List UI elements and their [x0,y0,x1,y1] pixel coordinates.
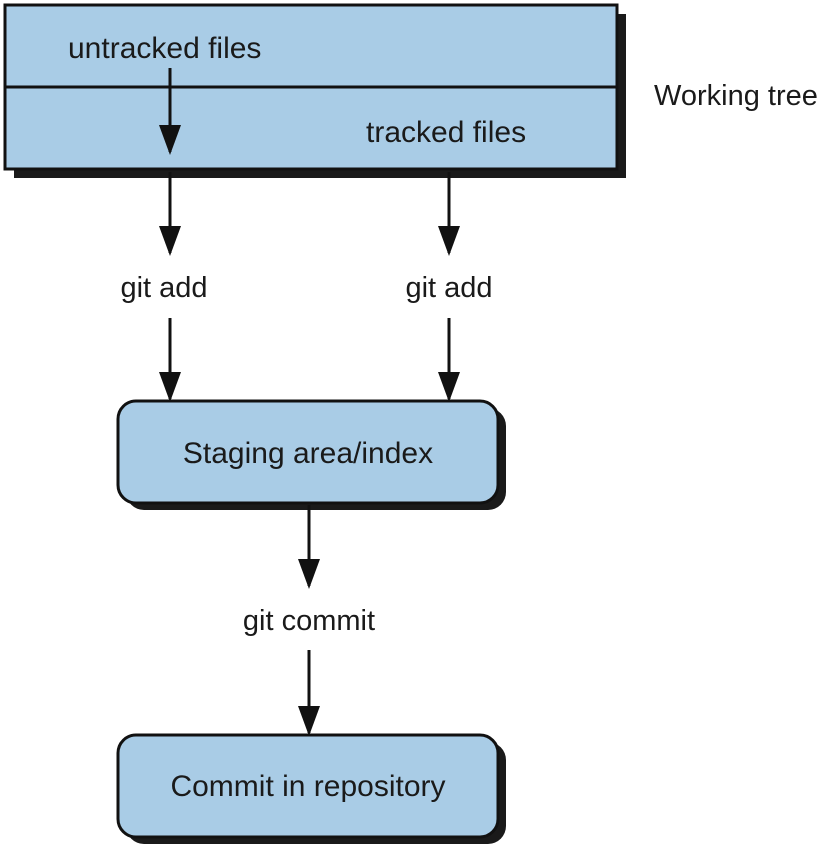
working-tree-box: untracked files tracked files [3,3,626,178]
untracked-files-label: untracked files [68,32,261,65]
working-tree-label: Working tree [654,80,818,112]
staging-area-rect [116,399,500,505]
commit-rect [116,733,500,839]
staging-area-box: Staging area/index [116,399,506,510]
staging-area-label: Staging area/index [183,437,433,470]
commit-box: Commit in repository [116,733,506,844]
git-add-left-label: git add [120,272,207,304]
tracked-files-label: tracked files [366,116,526,149]
git-add-right-label: git add [405,272,492,304]
commit-label: Commit in repository [170,770,445,803]
git-commit-label: git commit [243,605,375,637]
